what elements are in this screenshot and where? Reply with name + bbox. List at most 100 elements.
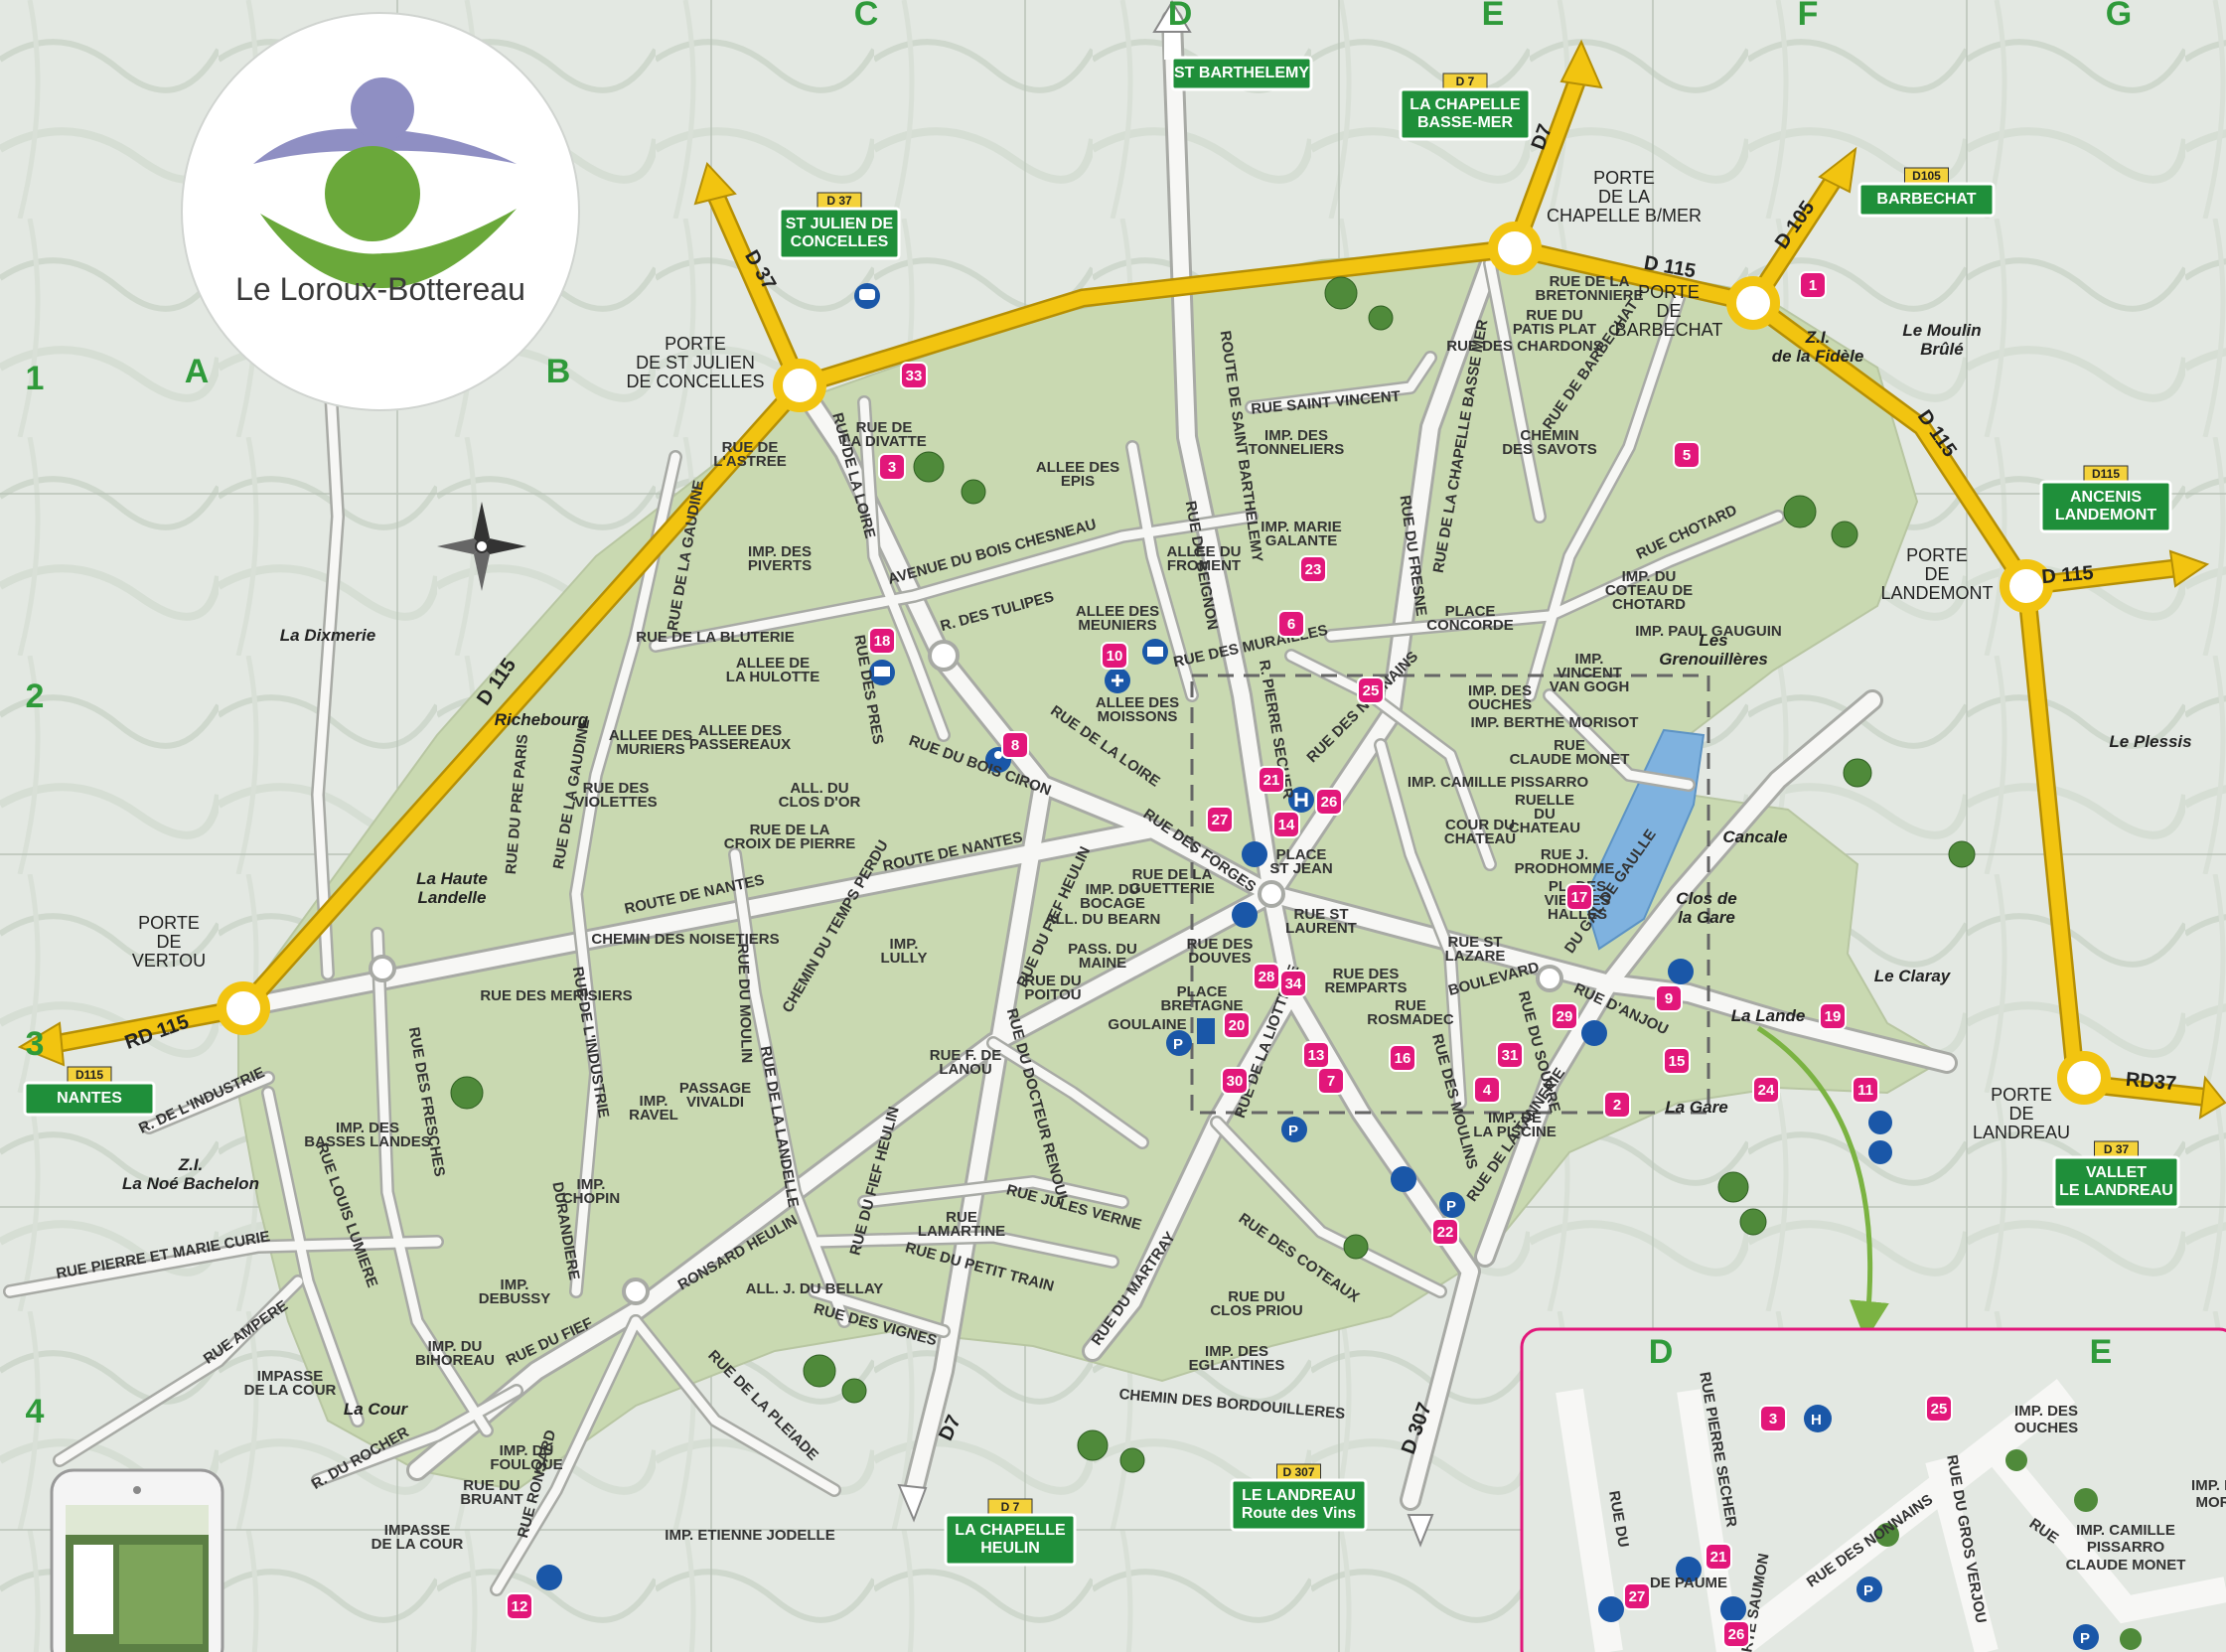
poi-marker[interactable]: 6 — [1277, 610, 1305, 638]
poi-number: 30 — [1227, 1073, 1244, 1090]
poi-badge — [1206, 806, 1234, 833]
place-name: Cancale — [1722, 827, 1787, 846]
poi-marker[interactable]: 5 — [1673, 441, 1701, 469]
porte-label-line: DE — [1924, 564, 1949, 584]
poi-marker[interactable]: 21 — [1258, 766, 1285, 794]
post-icon — [1868, 1111, 1892, 1134]
street-name-line: CHOTARD — [1612, 596, 1686, 613]
poi-number: 18 — [874, 633, 891, 650]
poi-marker[interactable]: 20 — [1223, 1011, 1251, 1039]
street-name-line: LAURENT — [1285, 920, 1357, 937]
street-name-line: DES SAVOTS — [1502, 441, 1597, 458]
street-name-line: FOULQUE — [490, 1456, 562, 1473]
poi-marker[interactable]: 18 — [868, 627, 896, 655]
poi-marker[interactable]: 19 — [1819, 1002, 1847, 1030]
poi-marker[interactable]: 22 — [1431, 1218, 1459, 1246]
street-name-line: IMP. — [577, 1176, 606, 1193]
place-name: Le Plessis — [2109, 732, 2191, 751]
street-name-line: COUR DU — [1445, 817, 1515, 833]
poi-marker[interactable]: 8 — [1001, 731, 1029, 759]
poi-badge — [1279, 970, 1307, 997]
poi-marker[interactable]: 12 — [506, 1592, 533, 1620]
poi-number: 2 — [1613, 1097, 1621, 1114]
poi-marker[interactable]: 25 — [1925, 1395, 1953, 1423]
street-name-line: LAZARE — [1445, 948, 1506, 965]
svg-text:P: P — [1863, 1582, 1873, 1599]
museum-icon — [1242, 841, 1267, 867]
poi-marker[interactable]: 16 — [1389, 1044, 1416, 1072]
poi-marker[interactable]: 28 — [1253, 963, 1280, 990]
sign-destination-line: BARBECHAT — [1876, 191, 1976, 208]
sign-destination-line: CONCELLES — [791, 233, 889, 250]
street-name-line: CLOS D'OR — [779, 794, 861, 811]
poi-marker[interactable]: 24 — [1752, 1076, 1780, 1104]
poi-number: 27 — [1629, 1588, 1646, 1605]
sign-plate — [1230, 1478, 1368, 1532]
street-name-line: RUE DU — [463, 1477, 520, 1494]
poi-number: 33 — [906, 368, 923, 384]
poi-marker[interactable]: 25 — [1357, 676, 1385, 704]
street-name: RUE DES MERISIERS — [480, 987, 632, 1004]
post-icon — [1142, 639, 1168, 665]
street-name-line: LANOU — [939, 1061, 991, 1078]
poi-marker[interactable]: 23 — [1299, 555, 1327, 583]
poi-marker[interactable]: 3 — [878, 453, 906, 481]
poi-marker[interactable]: 9 — [1655, 984, 1683, 1012]
street-name-line: CLAUDE MONET — [1510, 751, 1630, 768]
svg-text:P: P — [1446, 1198, 1456, 1215]
poi-marker[interactable]: 30 — [1221, 1067, 1249, 1095]
street-name: IMP.DEBUSSY — [479, 1277, 551, 1307]
street-name-line: IMP. — [1575, 651, 1604, 668]
poi-marker[interactable]: 17 — [1565, 883, 1593, 911]
poi-marker[interactable]: 14 — [1272, 811, 1300, 838]
poi-marker[interactable]: 27 — [1206, 806, 1234, 833]
street-name-line: RUE DES — [1187, 936, 1254, 953]
street-name-line: ST JEAN — [1269, 860, 1332, 877]
street-name: IMP.CHOPIN — [562, 1176, 620, 1207]
road-number: D 115 — [2040, 562, 2094, 588]
poi-marker[interactable]: 31 — [1496, 1041, 1524, 1069]
poi-marker[interactable]: 4 — [1473, 1076, 1501, 1104]
poi-badge — [1603, 1091, 1631, 1119]
poi-marker[interactable]: 11 — [1852, 1076, 1879, 1104]
poi-markers[interactable]: 1234567891011121314151617181920212223242… — [506, 271, 1879, 1620]
street-name-line: IMP. DE — [1488, 1110, 1542, 1126]
poi-marker[interactable]: 1 — [1799, 271, 1827, 299]
grid-label: 1 — [26, 360, 45, 397]
poi-marker[interactable]: 34 — [1279, 970, 1307, 997]
street-name-line: LULLY — [881, 950, 928, 967]
town-hall-icon — [1232, 902, 1258, 928]
poi-marker[interactable]: 21 — [1705, 1543, 1732, 1571]
place-name-line: La Haute — [416, 869, 488, 888]
poi-marker[interactable]: 26 — [1315, 788, 1343, 816]
poi-marker[interactable]: 29 — [1551, 1002, 1578, 1030]
poi-marker[interactable]: 15 — [1663, 1047, 1691, 1075]
poi-badge — [1759, 1405, 1787, 1432]
poi-marker[interactable]: 27 — [1623, 1582, 1651, 1610]
poi-marker[interactable]: 13 — [1302, 1041, 1330, 1069]
poi-badge — [1852, 1076, 1879, 1104]
poi-marker[interactable]: 7 — [1317, 1067, 1345, 1095]
street-name-line: PLACE — [1177, 983, 1228, 1000]
poi-badge — [1431, 1218, 1459, 1246]
street-name-line: HALLES — [1548, 906, 1607, 923]
poi-marker[interactable]: 33 — [900, 362, 928, 389]
porte-label-line: DE — [156, 932, 181, 952]
poi-marker[interactable]: 26 — [1722, 1620, 1750, 1648]
street-name-line: ALL. DU — [790, 780, 848, 797]
poi-marker[interactable]: 10 — [1101, 642, 1128, 670]
poi-marker[interactable]: 2 — [1603, 1091, 1631, 1119]
poi-marker[interactable]: 3 — [1759, 1405, 1787, 1432]
svg-text:P: P — [1173, 1036, 1183, 1053]
street-name-line: RUE — [946, 1209, 977, 1226]
poi-badge — [1221, 1067, 1249, 1095]
poi-number: 4 — [1483, 1082, 1492, 1099]
